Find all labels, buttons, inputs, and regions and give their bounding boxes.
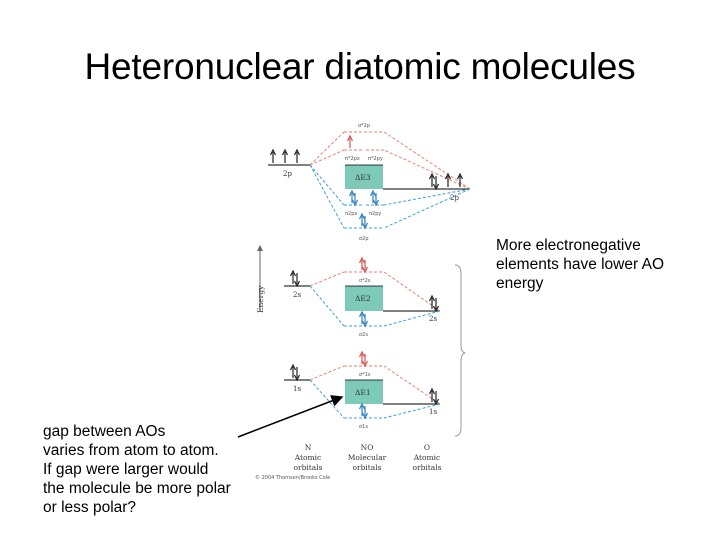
bonding-2p-lines	[309, 164, 471, 229]
antibonding-2p-lines	[309, 131, 471, 190]
note-right-line: More electronegative	[496, 237, 641, 254]
copyright-text: © 2004 Thomson/Brooks Cole	[255, 474, 330, 481]
bonding-2s-lines	[309, 285, 441, 327]
energy-axis-label: Energy	[256, 285, 265, 313]
antibonding-2s-lines	[309, 271, 441, 312]
block-2p: 2p 2p σ*2p π*2px π*2py π2px π2py σ2p	[268, 123, 471, 242]
block-1s: 1s 1s σ*1s σ1s	[284, 350, 441, 430]
electron-arrows-1s	[289, 350, 440, 420]
gap-box-delta-e3	[345, 165, 383, 189]
pointer-arrow	[237, 395, 344, 438]
col-o-line2: Atomic	[413, 453, 441, 462]
mo-label-sigma-2p-star: σ*2p	[358, 123, 370, 129]
n-2p-label: 2p	[283, 170, 292, 178]
n-2s-label: 2s	[293, 291, 301, 299]
column-headers: N Atomic orbitals NO Molecular orbitals …	[293, 443, 441, 472]
gap-boxes: ΔE3 ΔE2 ΔE1	[345, 165, 383, 404]
slide-title: Heteronuclear diatomic molecules	[84, 46, 636, 87]
note-left-line: gap between AOs	[43, 423, 166, 440]
o-orbitals-brace	[454, 264, 466, 437]
gap-label-delta-e1: ΔE1	[355, 388, 371, 397]
note-right-line: energy	[496, 275, 544, 292]
gap-label-delta-e2: ΔE2	[355, 294, 371, 303]
col-o-title: O	[424, 443, 430, 452]
note-electronegativity: More electronegative elements have lower…	[496, 236, 716, 293]
col-n-line2: Atomic	[294, 453, 322, 462]
note-right-line: elements have lower AO	[496, 256, 665, 273]
o-2s-label: 2s	[429, 315, 437, 323]
mo-label-pi-2py-star: π*2py	[368, 156, 383, 162]
note-left-line: varies from atom to atom.	[43, 442, 219, 459]
bonding-1s-lines	[309, 379, 441, 419]
antibonding-1s-lines	[309, 365, 441, 405]
mo-label-sigma-1s: σ1s	[359, 424, 368, 430]
energy-axis: Energy	[256, 245, 265, 313]
mo-label-sigma-1s-star: σ*1s	[359, 372, 371, 378]
mo-label-pi-2px: π2px	[345, 211, 357, 217]
gap-box-delta-e1	[345, 380, 383, 404]
col-o-line3: orbitals	[412, 463, 441, 472]
gap-label-delta-e3: ΔE3	[355, 173, 371, 182]
block-2s: 2s 2s σ*2s σ2s	[284, 256, 441, 338]
col-no-line3: orbitals	[352, 463, 381, 472]
note-ao-gap-question: gap between AOs varies from atom to atom…	[43, 422, 273, 517]
mo-label-sigma-2s: σ2s	[359, 332, 368, 338]
note-left-line: or less polar?	[43, 499, 137, 516]
col-no-title: NO	[361, 443, 374, 452]
n-1s-label: 1s	[293, 385, 301, 393]
o-2p-label: 2p	[450, 194, 459, 202]
electron-arrows-2s	[289, 256, 440, 328]
note-left-line: If gap were larger would	[43, 461, 209, 478]
note-left-line: the molecule be more polar	[43, 480, 231, 497]
mo-label-pi-2py: π2py	[369, 211, 381, 217]
col-no-line2: Molecular	[348, 453, 387, 462]
electron-arrows-2p	[269, 134, 464, 230]
gap-box-delta-e2	[345, 286, 383, 311]
o-1s-label: 1s	[429, 408, 437, 416]
mo-label-sigma-2p: σ2p	[359, 236, 369, 242]
mo-label-pi-2px-star: π*2px	[345, 156, 360, 162]
col-n-line3: orbitals	[293, 463, 322, 472]
col-n-title: N	[305, 443, 312, 452]
mo-label-sigma-2s-star: σ*2s	[359, 278, 371, 284]
